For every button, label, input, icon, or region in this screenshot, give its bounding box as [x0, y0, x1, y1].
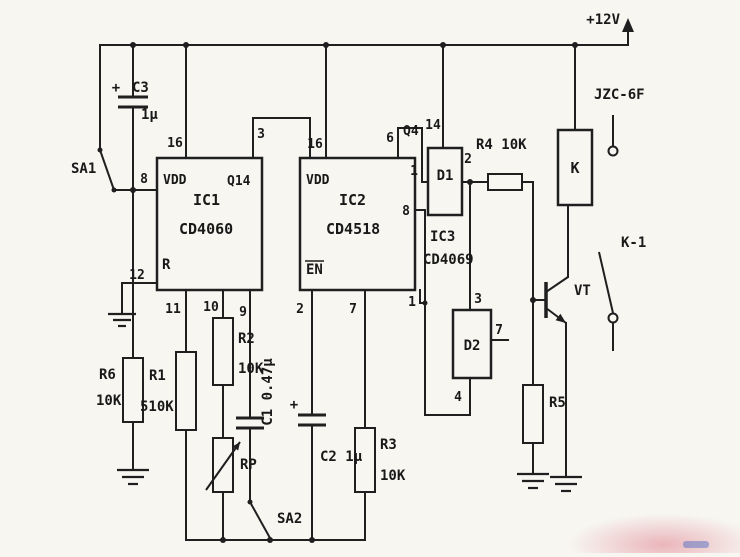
r2-label: R2: [238, 331, 255, 347]
ic1-pin3-label: 3: [257, 127, 265, 142]
d1-gate-box: [426, 146, 464, 217]
r3-label: R3: [380, 437, 397, 453]
ic1-name: IC1: [193, 191, 220, 209]
ground-symbol-r5: [517, 472, 549, 490]
r3-resistor: [354, 427, 376, 493]
power-arrow: [622, 18, 634, 32]
sa2-label: SA2: [277, 511, 302, 527]
vt-label: VT: [574, 283, 591, 299]
c2-polarity-sign: +: [290, 397, 298, 413]
ic1-pin8-label: 8: [140, 172, 148, 187]
ic2-pin7-label: 7: [349, 302, 357, 317]
vt-transistor: [544, 276, 569, 324]
relay-contact-label: K-1: [621, 235, 646, 251]
ic1-pin16-label: 16: [167, 136, 183, 151]
r6-label: R6: [99, 367, 116, 383]
ic1-model: CD4060: [179, 220, 233, 238]
ic2-pin2-label: 2: [296, 302, 304, 317]
ic2-pin6-label: 6: [386, 131, 394, 146]
c2-label: C2 1μ: [320, 449, 363, 465]
d2-pin7-label: 7: [495, 323, 503, 338]
ic3-model: CD4069: [423, 252, 474, 268]
c3-label: C3: [132, 80, 149, 96]
ic2-name: IC2: [339, 191, 366, 209]
c1-capacitor: [236, 416, 264, 430]
r5-label: R5: [549, 395, 566, 411]
ic2-pin8-label: 8: [402, 204, 410, 219]
r2-resistor: [212, 317, 234, 386]
ic1-pin9-label: 9: [239, 305, 247, 320]
r5-resistor: [522, 384, 544, 444]
k1-contact: [598, 145, 619, 324]
ground-symbol-r6: [117, 468, 149, 486]
d2-gate-box: [451, 308, 493, 380]
d1-pin2-label: 2: [464, 152, 472, 167]
ic2-vdd-label: VDD: [306, 173, 330, 188]
r6-resistor: [122, 357, 144, 423]
ground-symbol-ic1-reset: [108, 312, 136, 328]
ic1-reset-label: R: [162, 257, 171, 273]
ic1-pin11-label: 11: [165, 302, 181, 317]
relay-label: K: [570, 159, 579, 177]
d2-pin3-label: 3: [474, 292, 482, 307]
c3-capacitor: [118, 95, 148, 109]
d1-pin1-label: 1: [410, 164, 418, 179]
ic2-pin16-label: 16: [307, 137, 323, 152]
ground-symbol-emitter: [550, 475, 582, 493]
sa2-switch: [247, 499, 271, 539]
ic2-model: CD4518: [326, 220, 380, 238]
ic3-name: IC3: [430, 229, 455, 245]
r4-label: R4 10K: [476, 137, 527, 153]
ic2-q4-label: Q4: [403, 124, 419, 139]
d2-pin4-label: 4: [454, 390, 462, 405]
d1-label: D1: [437, 168, 454, 184]
power-label: +12V: [586, 12, 620, 28]
c2-capacitor: [298, 413, 326, 427]
sa1-switch: [97, 147, 117, 193]
r3-value: 10K: [380, 468, 406, 484]
wire-network: [99, 25, 629, 541]
r2-value: 10K: [238, 361, 264, 377]
ic1-box: [155, 156, 264, 292]
ic2-pin1-label: 1: [408, 295, 416, 310]
ic2-en-label: EN: [306, 262, 323, 278]
ic1-q14-label: Q14: [227, 174, 251, 189]
ic1-pin12-label: 12: [129, 268, 145, 283]
rp-wiper-arrow: [205, 441, 241, 491]
sa1-label: SA1: [71, 161, 96, 177]
r4-resistor: [487, 173, 523, 191]
d1-pin14-label: 14: [425, 118, 441, 133]
ic1-pin10-label: 10: [203, 300, 219, 315]
rp-label: RP: [240, 457, 257, 473]
ic2-box: [298, 156, 417, 292]
c1-label: C1 0.47μ: [260, 358, 276, 426]
c3-value: 1μ: [141, 107, 158, 123]
rp-potentiometer: [212, 437, 234, 493]
ic1-vdd-label: VDD: [163, 173, 187, 188]
r1-resistor: [175, 351, 197, 431]
relay-k-box: [556, 128, 594, 207]
r6-value: 10K: [96, 393, 122, 409]
junction-dots: [130, 42, 578, 543]
r1-value: 510K: [140, 399, 174, 415]
d2-label: D2: [464, 338, 481, 354]
r1-label: R1: [149, 368, 166, 384]
c3-polarity-sign: +: [112, 80, 120, 96]
relay-model-label: JZC-6F: [594, 87, 645, 103]
